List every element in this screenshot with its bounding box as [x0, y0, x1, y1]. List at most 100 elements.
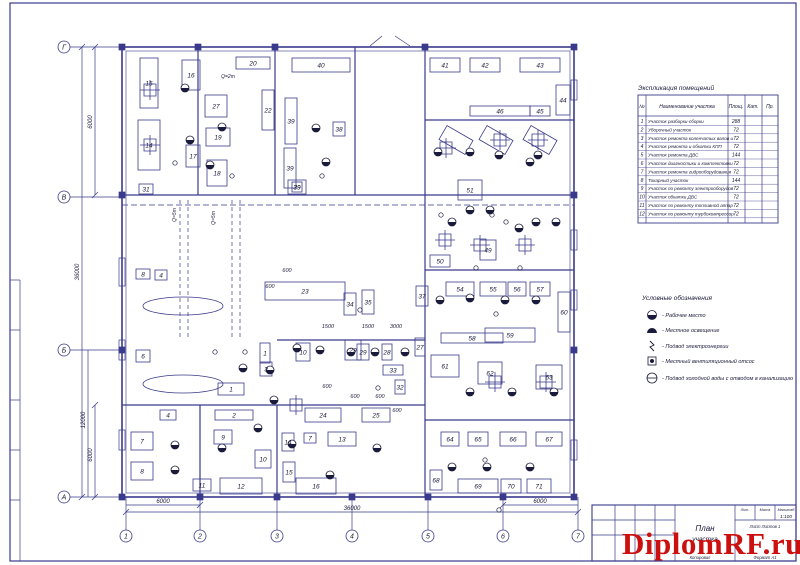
explication-row-name: Участок по ремонту топливной аппар [648, 202, 733, 208]
dimension-label: 600 [375, 394, 385, 400]
equipment-29 [356, 343, 370, 361]
dimension-label: 1500 [322, 324, 335, 330]
equipment-number-label: 24 [318, 413, 327, 420]
equipment-50 [429, 254, 451, 268]
equipment-51 [457, 179, 483, 201]
equipment-number-label: 20 [248, 61, 257, 68]
workplace-marker-icon [315, 345, 325, 355]
title-block-mass-label: Масса [760, 508, 771, 512]
equipment-number-label: 19 [214, 135, 222, 142]
ventilation-point-icon [438, 212, 444, 218]
equipment-number-label: 27 [211, 104, 220, 111]
equipment-number-label: 61 [441, 364, 449, 371]
grid-axis-col-label: 5 [426, 534, 430, 541]
equipment-number-label: 9 [221, 435, 225, 442]
crane-capacity-label: Q=5т [211, 211, 217, 225]
explication-row-number: 9 [641, 186, 644, 192]
explication-row-name: Участок ремонта ДВС [648, 153, 699, 158]
workplace-marker-icon [185, 135, 195, 145]
equipment-60 [557, 291, 571, 333]
equipment-number-label: 38 [335, 127, 343, 134]
equipment-20 [235, 56, 271, 70]
equipment-number-label: 41 [441, 63, 449, 70]
workplace-marker-icon [447, 462, 457, 472]
equipment-61 [430, 354, 460, 378]
engine-stand-shape [142, 374, 224, 394]
workplace-marker-icon [531, 295, 541, 305]
equipment-number-label: 4 [159, 273, 163, 280]
machine-silhouette-icon [140, 80, 160, 100]
equipment-56 [507, 281, 527, 297]
workplace-marker-icon [551, 217, 561, 227]
explication-row-name: Участок диагностики и комплектовки [648, 161, 733, 166]
equipment-number-label: 40 [317, 63, 325, 70]
equipment-16 [295, 477, 337, 495]
equipment-70 [500, 478, 522, 494]
dimension-label: 36000 [75, 263, 81, 280]
explication-row-area: 72 [733, 203, 739, 209]
ventilation-point-icon [503, 219, 509, 225]
title-block-sheets: Лист Листов 1 [749, 524, 781, 529]
grid-axis-col-label: 3 [275, 534, 279, 541]
equipment-number-label: 28 [382, 350, 391, 357]
equipment-number-label: 43 [536, 63, 544, 70]
machine-silhouette-icon [485, 372, 505, 392]
equipment-32 [394, 379, 406, 395]
power-supply-icon [649, 340, 655, 352]
workplace-marker-icon [287, 439, 297, 449]
workplace-marker-icon [265, 365, 275, 375]
equipment-number-label: 50 [436, 259, 444, 266]
equipment-39 [291, 181, 303, 193]
workplace-circle-icon [647, 310, 657, 320]
equipment-number-label: 34 [346, 302, 354, 309]
equipment-number-label: 46 [496, 109, 504, 116]
equipment-38 [332, 121, 346, 137]
grid-axis-row-label: В [62, 195, 67, 202]
equipment-25 [361, 407, 391, 423]
equipment-number-label: 1 [229, 387, 233, 394]
engine-repair-stand [522, 125, 558, 155]
title-block-title: План [695, 524, 715, 533]
cold-water-icon [646, 372, 658, 384]
explication-row-area: 288 [731, 119, 741, 125]
local-ventilation-icon [647, 356, 657, 366]
explication-row-name: Участок ремонта и обкатки КПП [648, 144, 722, 149]
equipment-15 [282, 461, 296, 483]
equipment-23 [264, 281, 346, 301]
workplace-marker-icon [400, 347, 410, 357]
grid-axis-row-label: А [61, 495, 67, 502]
equipment-number-label: 64 [446, 437, 454, 444]
machine-silhouette-icon [536, 372, 556, 392]
equipment-number-label: 2 [231, 413, 236, 420]
dimension-label: 600 [282, 268, 292, 274]
workplace-marker-icon [465, 387, 475, 397]
workplace-marker-icon [372, 443, 382, 453]
equipment-57 [529, 281, 551, 297]
grid-axis-bubble [193, 529, 207, 543]
grid-axis-col-label: 4 [350, 534, 354, 541]
machine-silhouette-icon [528, 130, 548, 150]
equipment-number-label: 8 [140, 469, 144, 476]
equipment-27 [204, 94, 228, 118]
ventilation-point-icon [357, 307, 363, 313]
equipment-number-label: 54 [456, 287, 464, 294]
explication-row-name: Участок обкатки ДВС [648, 195, 698, 200]
ventilation-point-icon [517, 265, 523, 271]
equipment-number-label: 15 [145, 81, 153, 88]
equipment-6 [135, 349, 151, 363]
equipment-number-label: 6 [141, 354, 145, 361]
equipment-43 [519, 57, 561, 73]
grid-axis-bubble [119, 529, 133, 543]
engine-repair-stand [438, 125, 474, 155]
equipment-39 [284, 97, 298, 145]
explication-row-number: 4 [641, 144, 644, 150]
equipment-number-label: 71 [535, 484, 543, 491]
workplace-marker-icon [205, 160, 215, 170]
equipment-8 [135, 268, 151, 280]
crane-capacity-label: Q=5т [172, 208, 178, 222]
equipment-number-label: 27 [415, 345, 424, 352]
equipment-number-label: 59 [506, 333, 514, 340]
equipment-7 [130, 431, 154, 451]
grid-axis-bubble [270, 529, 284, 543]
ventilation-point-icon [242, 349, 248, 355]
